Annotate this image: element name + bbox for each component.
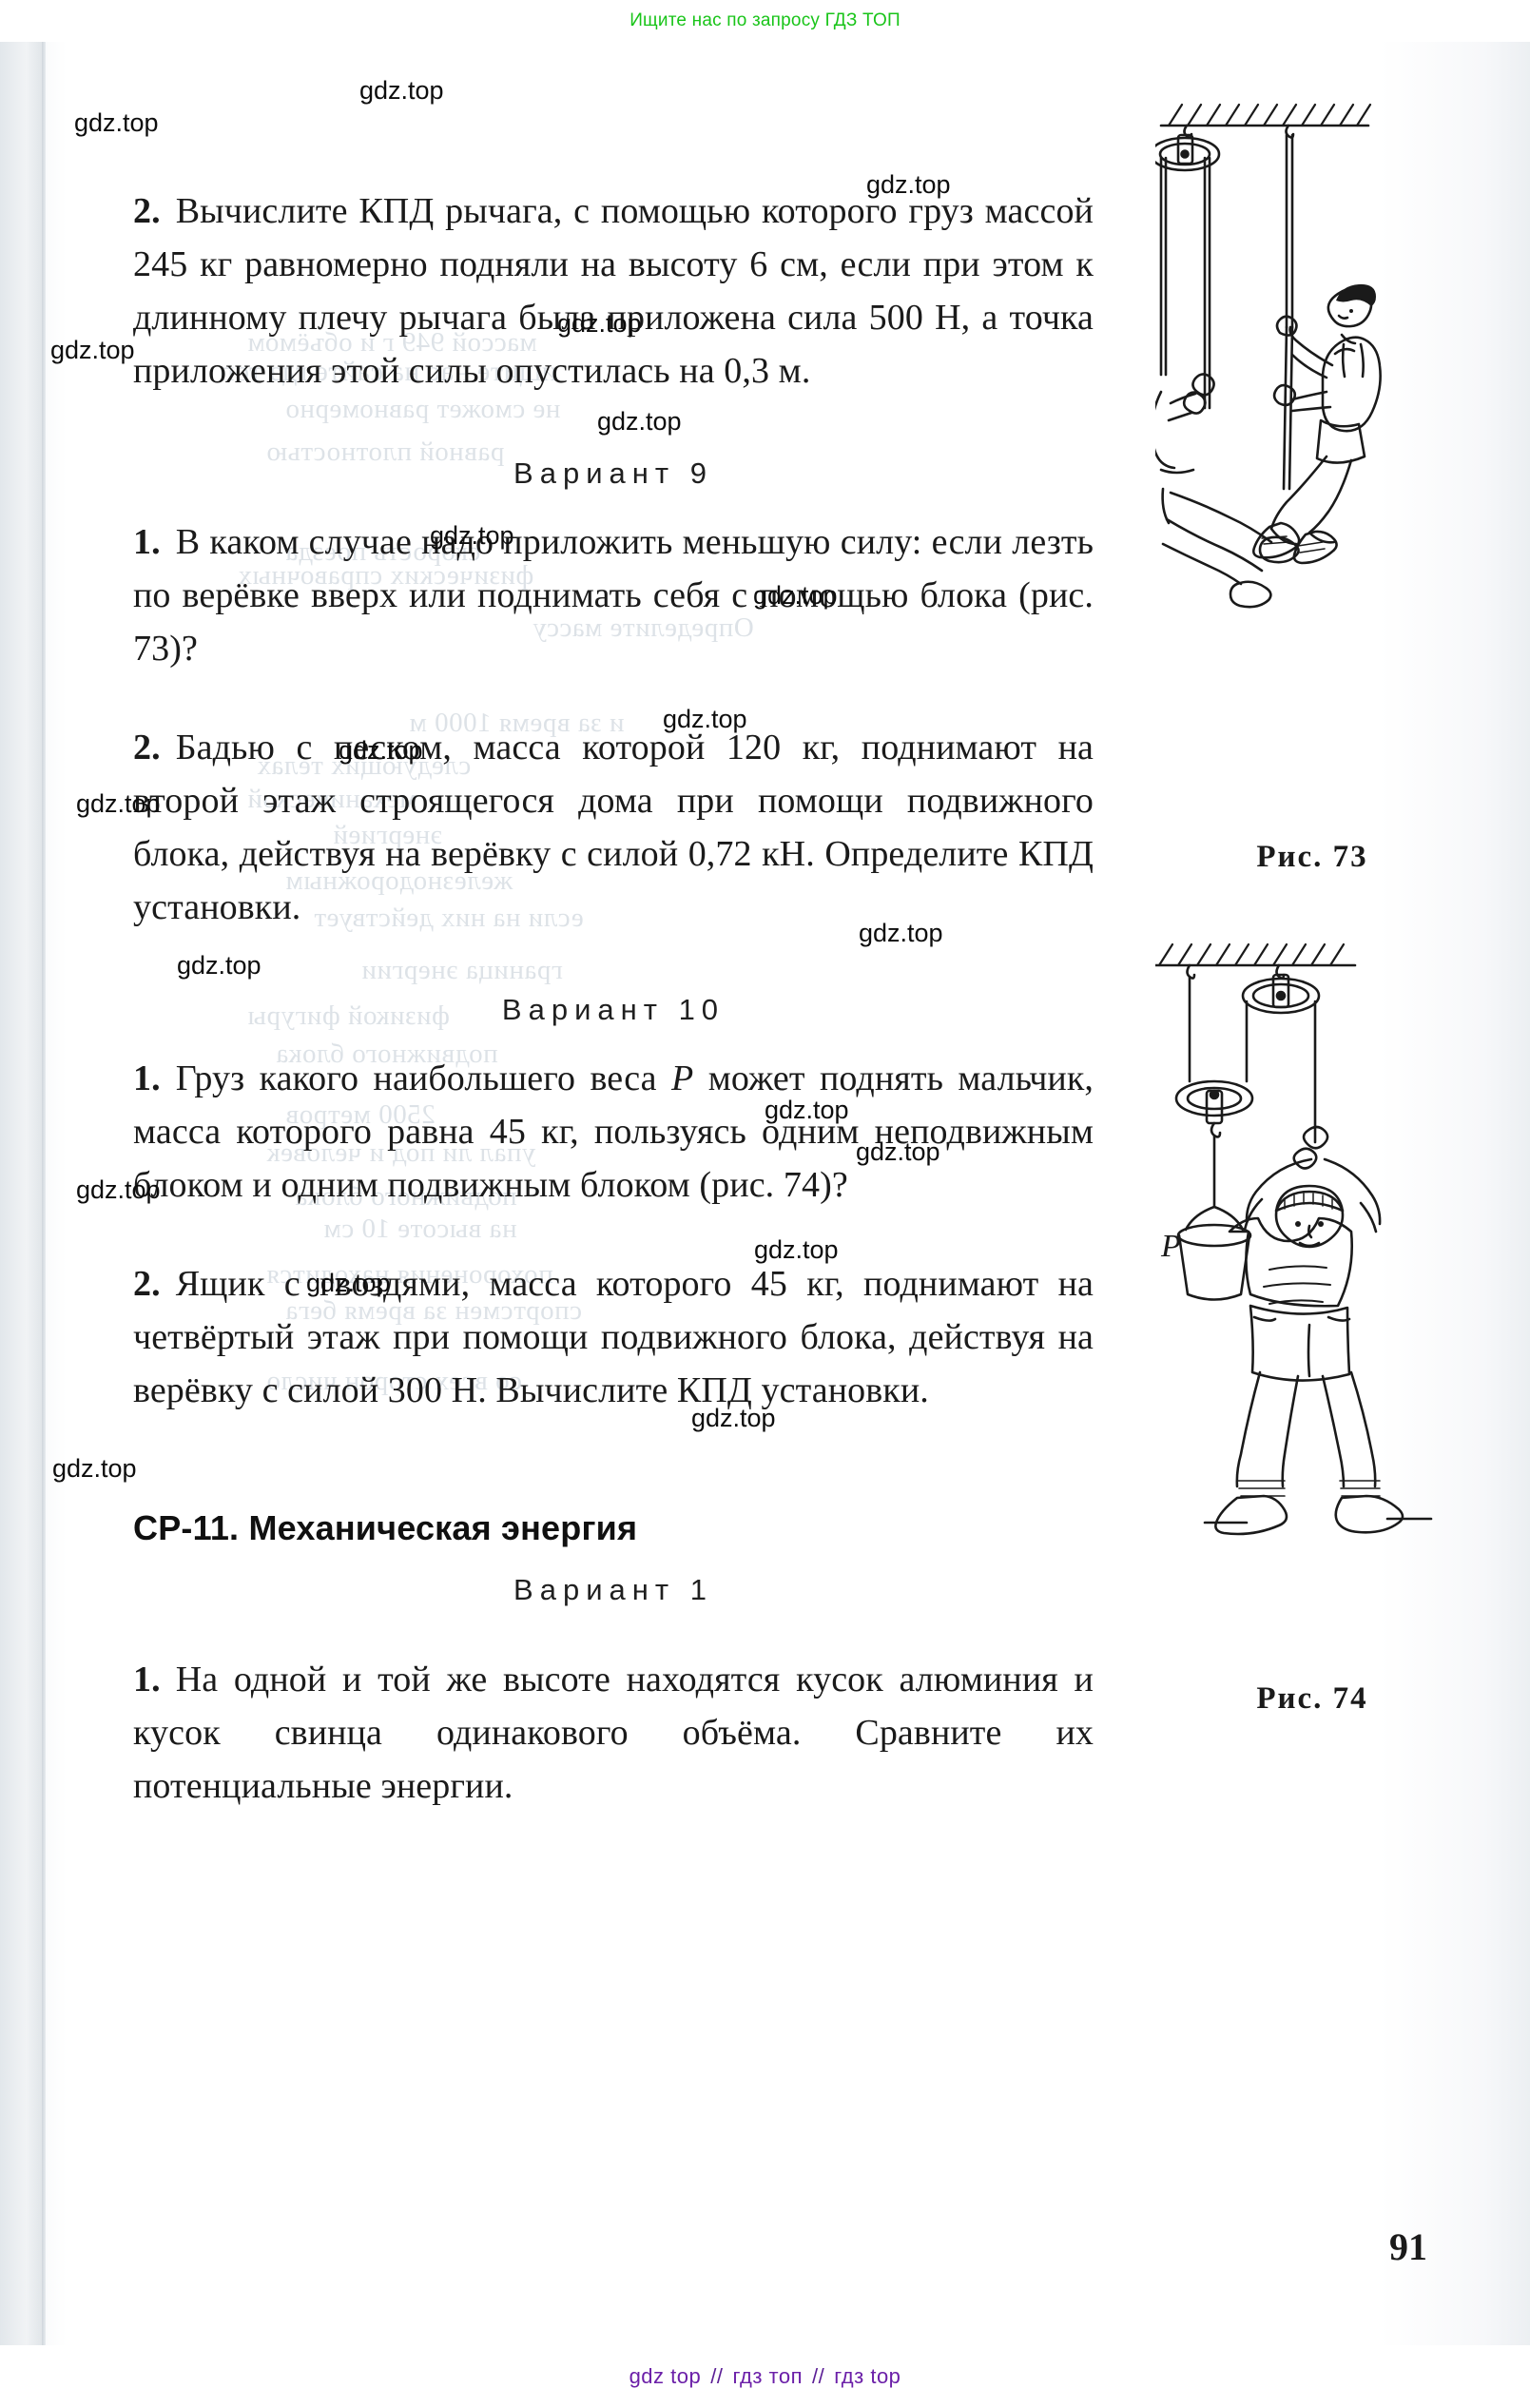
- figure-74-drawing: P: [1153, 942, 1433, 1536]
- binding-shadow: [0, 42, 44, 2345]
- watermark-1: gdz.top: [74, 108, 159, 137]
- task-number: 1.: [133, 522, 161, 562]
- site-footer: gdz top // гдз топ // гдз top: [0, 2345, 1530, 2408]
- task-text: Бадью с песком, масса которой 120 кг, по…: [133, 728, 1094, 927]
- figure-73-drawing: [1149, 103, 1382, 609]
- task-text-b: может поднять мальчик, масса которого ра…: [133, 1058, 1094, 1205]
- task-text: На одной и той же высоте находятся кусок…: [133, 1660, 1094, 1806]
- heading-variant-1: Вариант 1: [513, 1573, 713, 1606]
- figure-73-caption: Рис. 73: [1256, 840, 1368, 874]
- figure-74: P Рис. 74: [1153, 922, 1469, 1717]
- v10-task-2: 2.Ящик с гвоздями, масса которого 45 кг,…: [133, 1257, 1094, 1417]
- footer-link-a[interactable]: gdz top: [629, 2364, 702, 2388]
- v9-task-1: 1.В каком случае надо приложить меньшую …: [133, 515, 1094, 675]
- task-prev-2: 2.Вычислите КПД рычага, с помощью которо…: [133, 184, 1094, 398]
- figure-73: Рис. 73: [1149, 89, 1469, 875]
- weight-symbol: P: [671, 1058, 694, 1098]
- binding-crease: [42, 42, 46, 2345]
- footer-separator-2: //: [812, 2364, 825, 2388]
- promo-banner: Ищите нас по запросу ГДЗ ТОП: [0, 0, 1530, 42]
- heading-variant-9: Вариант 9: [513, 456, 713, 490]
- task-text: Вычислите КПД рычага, с помощью которого…: [133, 191, 1094, 391]
- task-number: 2.: [133, 728, 161, 767]
- text-column: 2.Вычислите КПД рычага, с помощью которо…: [133, 184, 1094, 1813]
- footer-separator-1: //: [710, 2364, 724, 2388]
- task-text-a: Груз какого наибольшего веса: [175, 1058, 672, 1098]
- footer-link-b[interactable]: гдз топ: [732, 2364, 804, 2388]
- v10-task-1: 1. Груз какого наибольшего веса P может п…: [133, 1052, 1094, 1212]
- promo-text: Ищите нас по запросу ГДЗ ТОП: [629, 10, 901, 30]
- footer-link-c[interactable]: гдз top: [834, 2364, 901, 2388]
- task-number: 1.: [133, 1660, 161, 1699]
- watermark-19: gdz.top: [52, 1454, 137, 1483]
- v1-task-1: 1.На одной и той же высоте находятся кус…: [133, 1653, 1094, 1813]
- task-text: В каком случае надо приложить меньшую си…: [133, 522, 1094, 669]
- page-number: 91: [1389, 2225, 1427, 2268]
- figure-74-load-label: P: [1160, 1229, 1181, 1264]
- task-text: Ящик с гвоздями, масса которого 45 кг, п…: [133, 1264, 1094, 1410]
- v9-task-2: 2.Бадью с песком, масса которой 120 кг, …: [133, 721, 1094, 934]
- footer-links: gdz top // гдз топ // гдз top: [629, 2364, 901, 2389]
- figure-74-caption: Рис. 74: [1256, 1681, 1368, 1716]
- heading-variant-10: Вариант 10: [501, 993, 726, 1026]
- task-number: 2.: [133, 1264, 161, 1304]
- watermark-4: gdz.top: [50, 336, 135, 364]
- task-number: 2.: [133, 191, 161, 231]
- task-number: 1.: [133, 1058, 161, 1098]
- section-title-cp11: СР-11. Механическая энергия: [133, 1508, 638, 1547]
- watermark-0: gdz.top: [359, 76, 444, 105]
